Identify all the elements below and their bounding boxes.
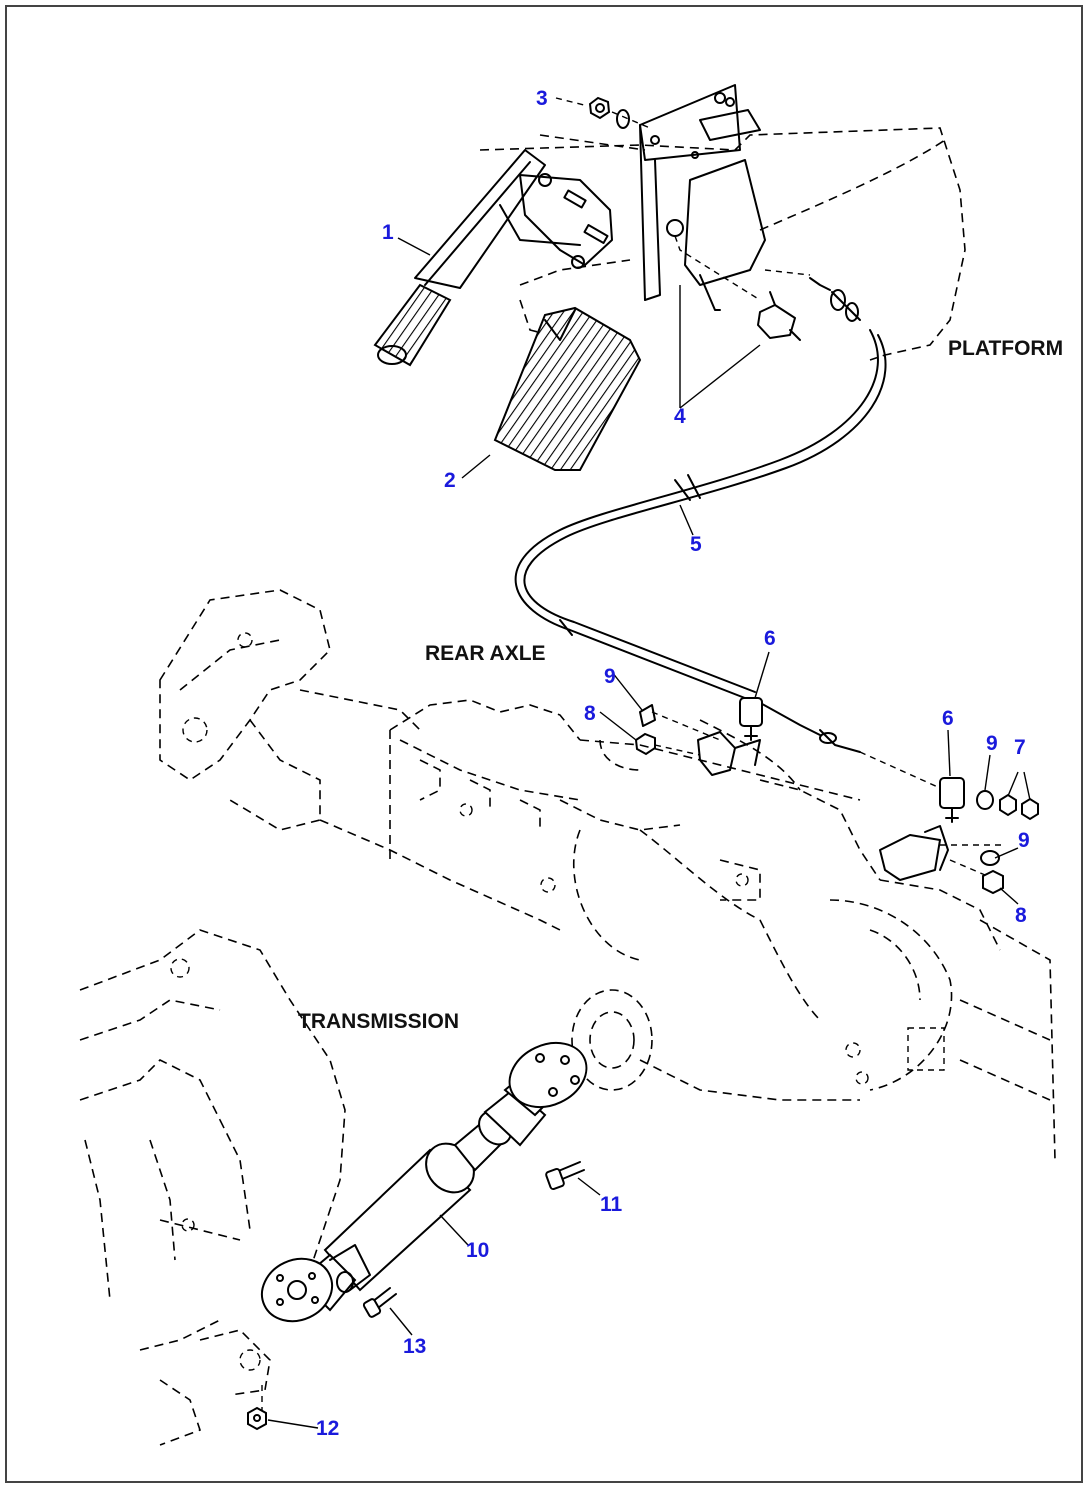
rear-axle-outline [159, 589, 1056, 1161]
platform-label: PLATFORM [948, 337, 1064, 360]
part-12-nut [247, 1406, 267, 1431]
callout-6-upper: 6 [764, 627, 776, 650]
leader-lines [267, 237, 1019, 1429]
callout-11: 11 [600, 1193, 623, 1216]
callout-6-lower: 6 [942, 707, 954, 730]
callout-13: 13 [403, 1335, 427, 1358]
callout-5: 5 [690, 533, 702, 556]
part-8-nut-b [982, 869, 1004, 895]
part-4-switch [666, 219, 861, 341]
callout-1: 1 [382, 221, 394, 244]
mounting-bracket [639, 84, 766, 311]
part-9-washer-b [976, 790, 994, 810]
part-9-washer-a [639, 704, 656, 727]
callout-2: 2 [444, 469, 456, 492]
callout-12: 12 [316, 1417, 340, 1440]
transmission-outline [79, 929, 346, 1446]
part-13-bolt [362, 1287, 397, 1318]
part-3-nut [555, 96, 651, 129]
part-7-nuts [999, 771, 1039, 821]
hand-brake-lever [373, 149, 613, 367]
callout-10: 10 [466, 1239, 490, 1262]
part-8-nut-a [634, 732, 656, 756]
callout-7: 7 [1014, 736, 1026, 759]
callout-4: 4 [674, 405, 686, 428]
transmission-label: TRANSMISSION [298, 1010, 460, 1033]
callout-9-lower-right: 9 [1018, 829, 1030, 852]
brake-pedal [493, 306, 642, 471]
callout-3: 3 [536, 87, 548, 110]
part-6-fitting-b [819, 729, 965, 823]
callout-8-left: 8 [584, 702, 596, 725]
callout-9-upper-right: 9 [986, 732, 998, 755]
callout-9-left: 9 [604, 665, 616, 688]
part-5-cable [514, 329, 887, 736]
platform-outline [479, 127, 966, 361]
rear-axle-label: REAR AXLE [425, 642, 546, 665]
part-11-bolt [545, 1161, 585, 1191]
part-10-drive-shaft [260, 1041, 588, 1323]
callout-8-right: 8 [1015, 904, 1027, 927]
part-6-fitting-a [739, 697, 763, 741]
diagram-frame [5, 5, 1083, 1483]
part-9-washer-c [980, 850, 1000, 866]
